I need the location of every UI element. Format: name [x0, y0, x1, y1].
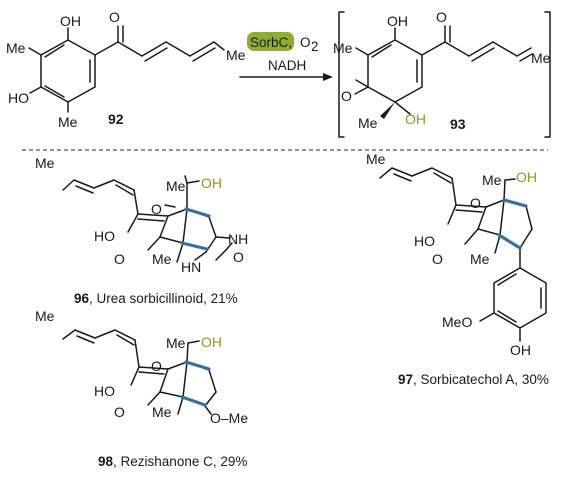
- atom-me: Me: [531, 50, 551, 66]
- atom-me: Me: [226, 47, 246, 63]
- atom-me: Me: [166, 335, 186, 351]
- atom-ho: HO: [414, 233, 435, 249]
- highlight-bond: [502, 198, 528, 208]
- structure-98: [62, 329, 217, 415]
- atom-me: Me: [6, 40, 26, 56]
- atom-ho: HO: [8, 90, 29, 106]
- atom-o: O: [151, 358, 162, 374]
- compound-label-92: 92: [108, 111, 124, 127]
- atom-o: O: [470, 195, 481, 211]
- atom-o: O: [233, 249, 244, 265]
- structure-97: [379, 167, 547, 342]
- bracket-right: [544, 11, 551, 138]
- atom-ho: HO: [94, 383, 115, 399]
- structure-92: [28, 25, 225, 113]
- enzyme-highlight: [247, 32, 294, 51]
- highlight-bond: [180, 395, 207, 407]
- atom-hn: HN: [181, 259, 201, 275]
- atom-oh-highlighted: OH: [201, 175, 222, 191]
- atom-o: O: [432, 251, 443, 267]
- atom-o: O: [114, 404, 125, 420]
- compound-caption-97: 97, Sorbicatechol A, 30%: [398, 372, 549, 387]
- atom-me: Me: [366, 151, 386, 167]
- atom-o: O: [114, 251, 125, 267]
- atom-me: Me: [333, 40, 353, 56]
- bracket-left: [338, 11, 345, 138]
- structure-93: [354, 25, 533, 119]
- atom-ome: O–Me: [210, 410, 248, 426]
- atom-meo: MeO: [442, 314, 472, 330]
- atom-oh-highlighted: OH: [201, 334, 222, 350]
- atom-o: O: [436, 9, 447, 25]
- atom-me: Me: [58, 114, 78, 130]
- atom-oh: OH: [60, 13, 81, 29]
- atom-me: Me: [358, 115, 378, 131]
- compound-caption-96: 96, Urea sorbicillinoid, 21%: [74, 291, 238, 306]
- atom-oh-highlighted: OH: [405, 111, 426, 127]
- compound-caption-98: 98, Rezishanone C, 29%: [98, 454, 247, 469]
- atom-me: Me: [152, 251, 172, 267]
- arrowhead: [323, 73, 333, 81]
- oxidant-label: O: [300, 35, 311, 50]
- atom-me: Me: [152, 404, 172, 420]
- atom-o: O: [151, 201, 162, 217]
- atom-me: Me: [470, 251, 490, 267]
- atom-oh: OH: [387, 13, 408, 29]
- atom-me: Me: [35, 308, 55, 324]
- highlight-bond: [184, 360, 211, 371]
- compound-label-93: 93: [450, 116, 466, 132]
- highlight-bond: [497, 233, 522, 250]
- atom-o: O: [109, 9, 120, 25]
- atom-o: O: [341, 88, 352, 104]
- atom-oh: OH: [510, 342, 531, 358]
- atom-nh: NH: [228, 231, 248, 247]
- cofactor-label: NADH: [268, 58, 306, 73]
- atom-oh-highlighted: OH: [516, 169, 537, 185]
- atom-me: Me: [166, 178, 186, 194]
- enzyme-label: SorbC,: [250, 35, 292, 50]
- atom-me: Me: [482, 172, 502, 188]
- highlight-bond: [180, 241, 209, 251]
- highlight-bond: [184, 207, 211, 218]
- oxidant-subscript: 2: [311, 39, 319, 54]
- atom-ho: HO: [94, 228, 115, 244]
- atom-me: Me: [35, 155, 55, 171]
